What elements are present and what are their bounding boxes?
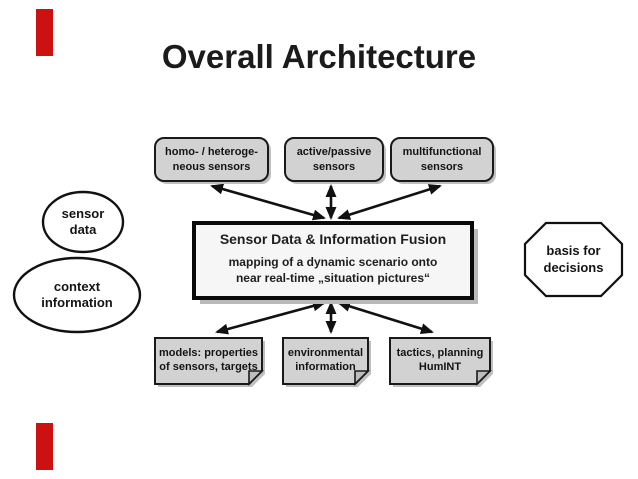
sensor-box-1-shape bbox=[154, 137, 269, 182]
arrow-multifunctional-fusion bbox=[337, 184, 442, 220]
arrow-heterogeneous-fusion bbox=[210, 183, 326, 221]
note-box-2-fold bbox=[354, 370, 370, 386]
red-accent-bar-top bbox=[36, 9, 53, 56]
sensor-boxes-group bbox=[154, 137, 496, 184]
note-box-3-shape bbox=[389, 337, 491, 385]
arrow-fusion-tactics bbox=[337, 301, 434, 334]
arrow-group bbox=[210, 183, 442, 335]
note-box-1-shape bbox=[154, 337, 263, 385]
fusion-box-group bbox=[192, 221, 478, 304]
arrow-fusion-models bbox=[215, 300, 326, 335]
red-accent-bar-bottom bbox=[36, 423, 53, 470]
slide-title: Overall Architecture bbox=[161, 38, 477, 75]
knowledge-boxes-group bbox=[154, 337, 493, 387]
ellipse-context-information-shape bbox=[12, 256, 142, 334]
sensor-box-3-shape bbox=[390, 137, 494, 182]
fusion-box-subtitle: mapping of a dynamic scenario onto near … bbox=[228, 255, 438, 286]
fusion-box-shape bbox=[192, 221, 474, 300]
ellipse-sensor-data-shape bbox=[41, 190, 125, 254]
sensor-box-2-shape bbox=[284, 137, 384, 182]
note-box-1-fold bbox=[248, 370, 264, 386]
fusion-box-title: Sensor Data & Information Fusion bbox=[219, 231, 447, 247]
octagon-basis-decisions-shape bbox=[523, 221, 624, 298]
note-box-3-fold bbox=[476, 370, 492, 386]
